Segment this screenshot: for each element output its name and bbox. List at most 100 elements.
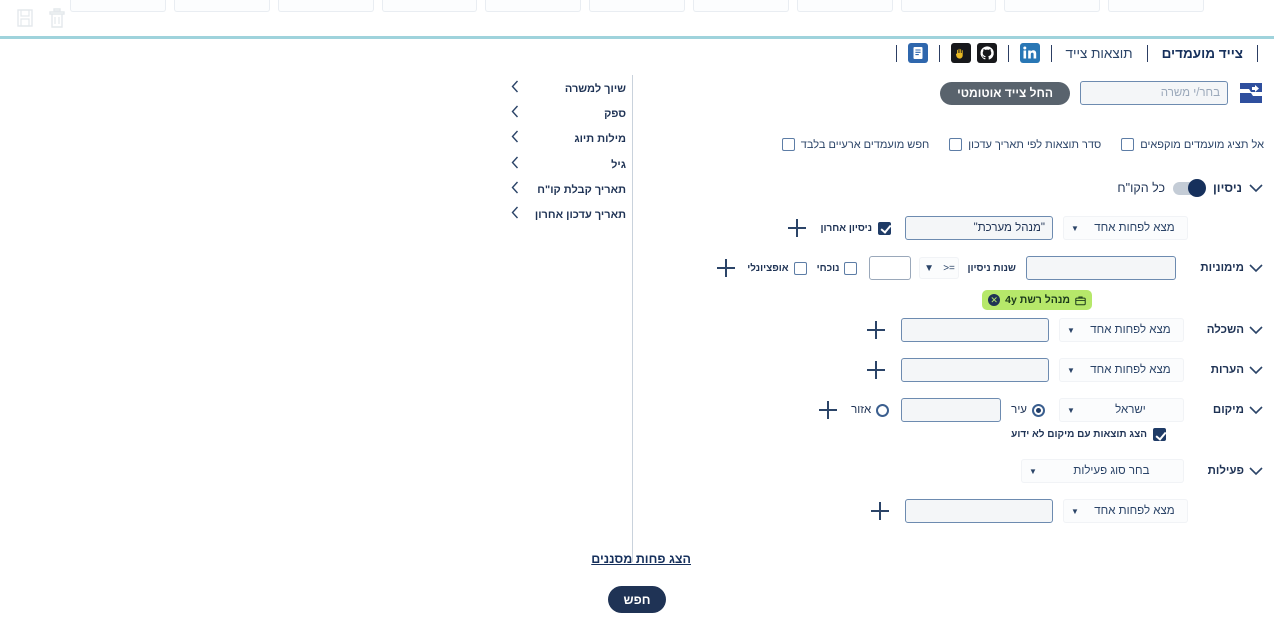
chevron-down-icon[interactable] <box>1246 183 1266 193</box>
sidebar-item-age[interactable]: גיל <box>506 152 626 177</box>
sidebar-item-tags[interactable]: מילות תיוג <box>506 127 626 152</box>
sidebar-item-job-assignment[interactable]: שיוך למשרה <box>506 76 626 101</box>
chevron-left-icon[interactable] <box>506 206 524 224</box>
show-less-filters-link[interactable]: הצג פחות מסננים <box>591 552 691 566</box>
chevron-down-icon: ▼ <box>1067 365 1075 375</box>
education-value-input[interactable] <box>901 318 1049 342</box>
checkbox-box[interactable] <box>1121 138 1135 151</box>
toggle-knob <box>1188 179 1207 197</box>
filter-row-experience-value: מצא לפחות אחד ▼ ניסיון אחרון <box>634 208 1274 248</box>
chevron-down-icon: ▼ <box>1067 405 1075 415</box>
chevron-left-icon[interactable] <box>506 156 524 174</box>
experience-toggle[interactable] <box>1173 179 1207 197</box>
sidebar-item-cv-received-date[interactable]: תאריך קבלת קו"ח <box>506 177 626 202</box>
ghost-tab <box>70 0 166 12</box>
filter-row-seniority: מימוניות שנות ניסיון =< ▼ נוכחי אופציונל… <box>634 248 1274 288</box>
add-location-button[interactable] <box>817 399 839 421</box>
hand-icon[interactable] <box>950 43 971 63</box>
flag-icon[interactable] <box>1238 80 1264 106</box>
sidebar-item-label: מילות תיוג <box>574 133 626 146</box>
chevron-down-icon[interactable] <box>1246 325 1266 335</box>
skill-tag[interactable]: מנהל רשת 4y ✕ <box>982 290 1092 310</box>
unknown-location-row[interactable]: הצג תוצאות עם מיקום לא ידוע <box>634 428 1274 441</box>
app-header: צייד מועמדים תוצאות צייד <box>0 39 1274 67</box>
chevron-down-icon: ▼ <box>1029 466 1037 476</box>
years-value-input[interactable] <box>869 256 912 280</box>
sidebar-item-supplier[interactable]: ספק <box>506 101 626 126</box>
seniority-value-input[interactable] <box>1026 256 1176 280</box>
linkedin-icon[interactable] <box>1019 43 1040 63</box>
header-divider <box>1146 44 1148 62</box>
close-icon[interactable]: ✕ <box>988 294 1001 306</box>
github-icon[interactable] <box>976 43 997 63</box>
checkbox-hide-frozen[interactable]: אל תציג מועמדים מוקפאים <box>1121 138 1264 151</box>
checkbox-sort-by-update[interactable]: סדר תוצאות לפי תאריך עדכון <box>949 138 1101 151</box>
add-education-button[interactable] <box>865 319 887 341</box>
activity-value-input[interactable] <box>905 499 1053 523</box>
chevron-left-icon[interactable] <box>506 130 524 148</box>
trash-icon[interactable] <box>48 8 66 28</box>
job-select-input[interactable] <box>1080 81 1228 105</box>
filter-row-experience-header: ניסיון כל הקו"ח <box>634 168 1274 208</box>
radio-city-label: עיר <box>1011 404 1027 416</box>
chevron-down-icon[interactable] <box>1246 365 1266 375</box>
filter-row-notes: הערות מצא לפחות אחד ▼ <box>634 350 1274 390</box>
current-checkbox[interactable] <box>844 261 858 275</box>
checkbox-temp-only[interactable]: חפש מועמדים ארעיים בלבד <box>781 138 929 151</box>
sidebar-item-label: גיל <box>611 158 626 171</box>
experience-value-input[interactable] <box>905 216 1053 240</box>
select-label: מצא לפחות אחד <box>1090 324 1171 336</box>
sidebar-item-last-update-date[interactable]: תאריך עדכון אחרון <box>506 202 626 227</box>
notes-value-input[interactable] <box>901 358 1049 382</box>
checkbox-box[interactable] <box>949 138 963 151</box>
ghost-tab <box>381 0 478 12</box>
pane-divider <box>632 75 633 562</box>
last-experience-checkbox[interactable] <box>878 221 891 235</box>
add-note-button[interactable] <box>865 359 887 381</box>
checkbox-label: אל תציג מועמדים מוקפאים <box>1140 138 1264 151</box>
ghost-tab <box>1004 0 1101 12</box>
years-operator-select[interactable]: =< ▼ <box>919 257 960 279</box>
education-match-select[interactable]: מצא לפחות אחד ▼ <box>1059 318 1184 342</box>
add-seniority-button[interactable] <box>715 257 737 279</box>
chevron-down-icon[interactable] <box>1246 263 1266 273</box>
add-experience-button[interactable] <box>786 217 808 239</box>
chevron-down-icon: ▼ <box>1071 506 1079 516</box>
activity-type-select[interactable]: בחר סוג פעילות ▼ <box>1021 459 1184 483</box>
tab-hunter-results[interactable]: תוצאות צייד <box>1065 45 1133 61</box>
header-divider <box>938 44 940 62</box>
briefcase-icon <box>1075 296 1086 305</box>
search-button[interactable]: חפש <box>608 586 666 613</box>
chevron-down-icon[interactable] <box>1246 466 1266 476</box>
city-input[interactable] <box>901 398 1002 422</box>
experience-toggle-sublabel: כל הקו"ח <box>1117 181 1166 195</box>
filter-row-location: מיקום ישראל ▼ עיר אזור <box>634 390 1274 430</box>
add-activity-button[interactable] <box>869 500 891 522</box>
ghost-tab <box>796 0 893 12</box>
chevron-down-icon[interactable] <box>1246 405 1266 415</box>
optional-checkbox[interactable] <box>793 261 807 275</box>
chevron-left-icon[interactable] <box>506 181 524 199</box>
document-icon[interactable] <box>907 43 928 63</box>
notes-match-select[interactable]: מצא לפחות אחד ▼ <box>1059 358 1184 382</box>
ghost-tab-strip <box>0 0 1274 30</box>
save-icon[interactable] <box>16 8 34 28</box>
collapsed-filters-list: שיוך למשרה ספק מילות תיוג גיל תאריך קבלת… <box>506 76 626 228</box>
ghost-tab <box>277 0 374 12</box>
sidebar-item-label: שיוך למשרה <box>564 82 626 95</box>
radio-city[interactable] <box>1032 403 1045 417</box>
chevron-left-icon[interactable] <box>506 105 524 123</box>
chevron-left-icon[interactable] <box>506 80 524 98</box>
experience-match-select[interactable]: מצא לפחות אחד ▼ <box>1063 216 1188 240</box>
unknown-location-checkbox[interactable] <box>1153 428 1166 441</box>
activity-match-select[interactable]: מצא לפחות אחד ▼ <box>1063 499 1188 523</box>
tab-candidate-hunter[interactable]: צייד מועמדים <box>1161 45 1243 61</box>
select-label: מצא לפחות אחד <box>1094 505 1175 517</box>
radio-region[interactable] <box>876 403 890 417</box>
toolbar-icons <box>16 8 66 28</box>
experience-toggle-group[interactable]: ניסיון כל הקו"ח <box>1117 179 1242 197</box>
select-label: מצא לפחות אחד <box>1090 364 1171 376</box>
country-select[interactable]: ישראל ▼ <box>1059 398 1184 422</box>
checkbox-box[interactable] <box>781 138 795 151</box>
auto-hunt-button[interactable]: החל צייד אוטומטי <box>940 81 1070 105</box>
